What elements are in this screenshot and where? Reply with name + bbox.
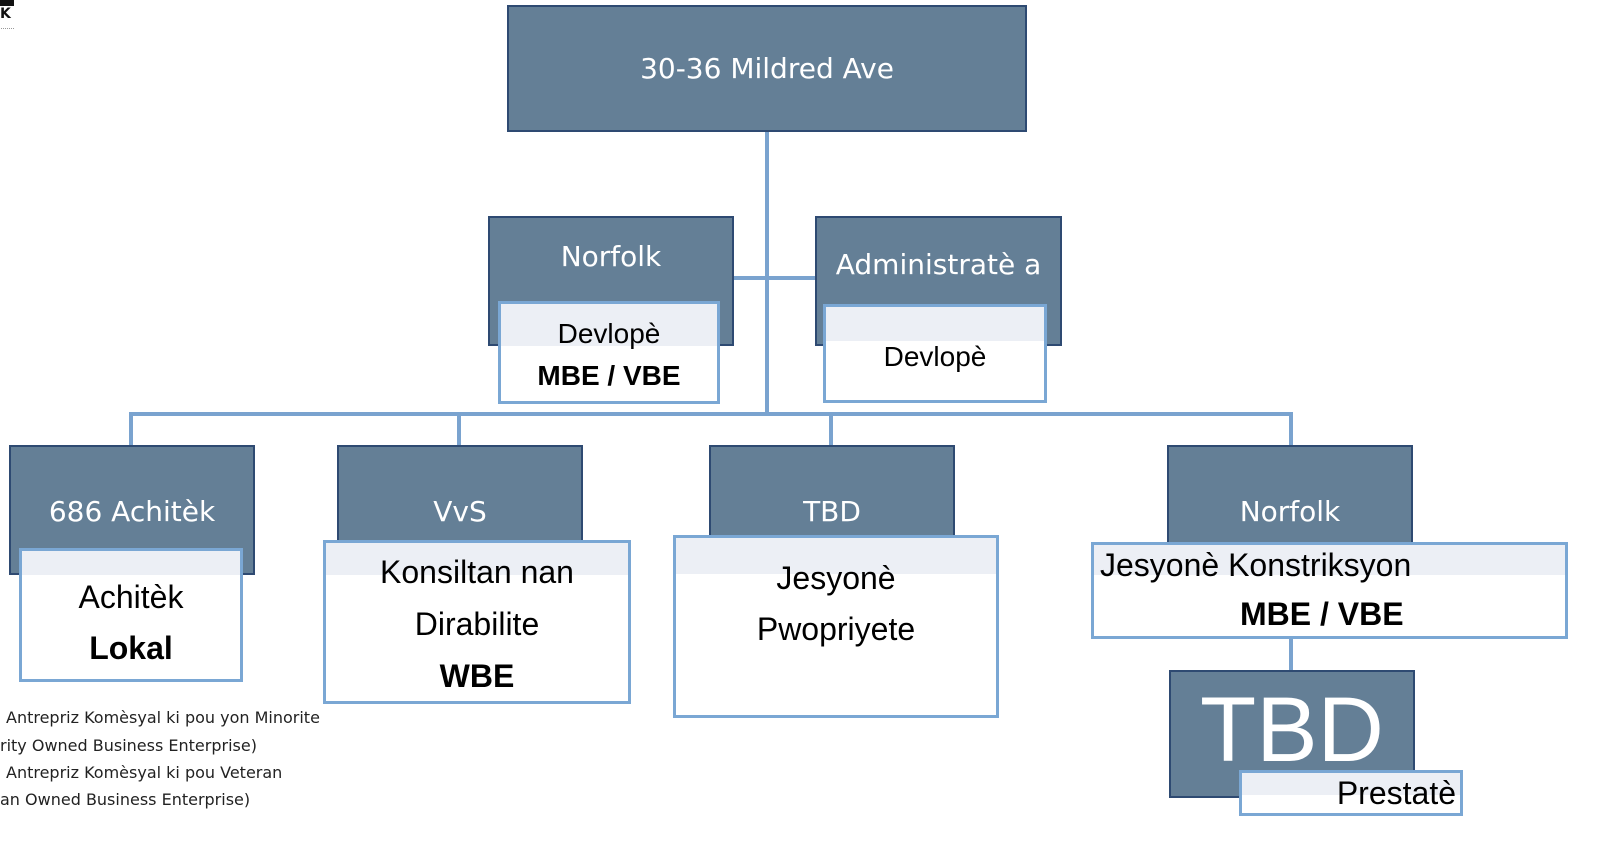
connector-level3 [1289, 637, 1293, 673]
role-box-band [1242, 773, 1460, 795]
role-box-band [826, 307, 1044, 341]
legend-line: Antrepriz Komèsyal ki pou Veteran [6, 763, 283, 782]
role-line: Pwopriyete [756, 611, 916, 647]
role-box-provider: Prestatè [1239, 770, 1463, 816]
role-line: Jesyonè Konstriksyon [1100, 547, 1412, 583]
role-line-bold: MBE / VBE [537, 360, 681, 391]
connector-level1 [733, 276, 817, 280]
connector-level2-horizontal [129, 412, 1293, 416]
role-box-architect-local: Achitèk Lokal [19, 548, 243, 682]
role-box-sustainability-consultant: Konsiltan nan Dirabilite WBE [323, 540, 631, 704]
role-box-band [1094, 545, 1565, 575]
role-line: Prestatè [1336, 775, 1456, 811]
connector-drop-1 [129, 412, 133, 446]
role-box-developer-mbe-vbe: Devlopè MBE / VBE [498, 301, 720, 404]
org-node-root: 30-36 Mildred Ave [507, 5, 1027, 132]
role-box-band [326, 543, 628, 575]
org-node-label: Norfolk [1239, 495, 1341, 528]
role-line: Jesyonè [776, 560, 896, 596]
org-node-root-label: 30-36 Mildred Ave [640, 52, 894, 85]
connector-drop-3 [829, 412, 833, 446]
logo-dots [0, 28, 14, 31]
org-node-label: TBD [803, 495, 861, 528]
legend-line: rity Owned Business Enterprise) [0, 736, 257, 755]
role-box-band [22, 551, 240, 575]
role-box-developer: Devlopè [823, 304, 1047, 403]
role-line-bold: WBE [439, 658, 515, 694]
role-line-bold: MBE / VBE [1240, 596, 1404, 632]
org-node-label: Norfolk [560, 240, 662, 273]
connector-root-trunk [765, 130, 769, 414]
logo-bar [0, 0, 14, 6]
logo: K [0, 0, 20, 36]
org-node-label: Administratè a [835, 248, 1042, 281]
role-box-band [676, 538, 996, 574]
legend-line: Antrepriz Komèsyal ki pou yon Minorite [6, 708, 320, 727]
org-node-label: 686 Achitèk [48, 495, 216, 528]
role-line: Devlopè [883, 341, 987, 372]
role-box-property-manager: Jesyonè Pwopriyete [673, 535, 999, 718]
role-line: Achitèk [78, 579, 184, 615]
role-line: Dirabilite [414, 606, 540, 642]
role-box-construction-manager: Jesyonè Konstriksyon MBE / VBE [1091, 542, 1568, 639]
role-line-bold: Lokal [89, 630, 173, 666]
org-node-label: VvS [433, 495, 487, 528]
role-box-band [501, 304, 717, 346]
logo-text: K [0, 6, 11, 22]
role-line: Devlopè [557, 318, 661, 349]
role-line: Konsiltan nan [380, 554, 574, 590]
legend-line: an Owned Business Enterprise) [0, 790, 251, 809]
connector-drop-2 [457, 412, 461, 446]
connector-drop-4 [1289, 412, 1293, 446]
org-node-label: TBD [1200, 679, 1384, 781]
